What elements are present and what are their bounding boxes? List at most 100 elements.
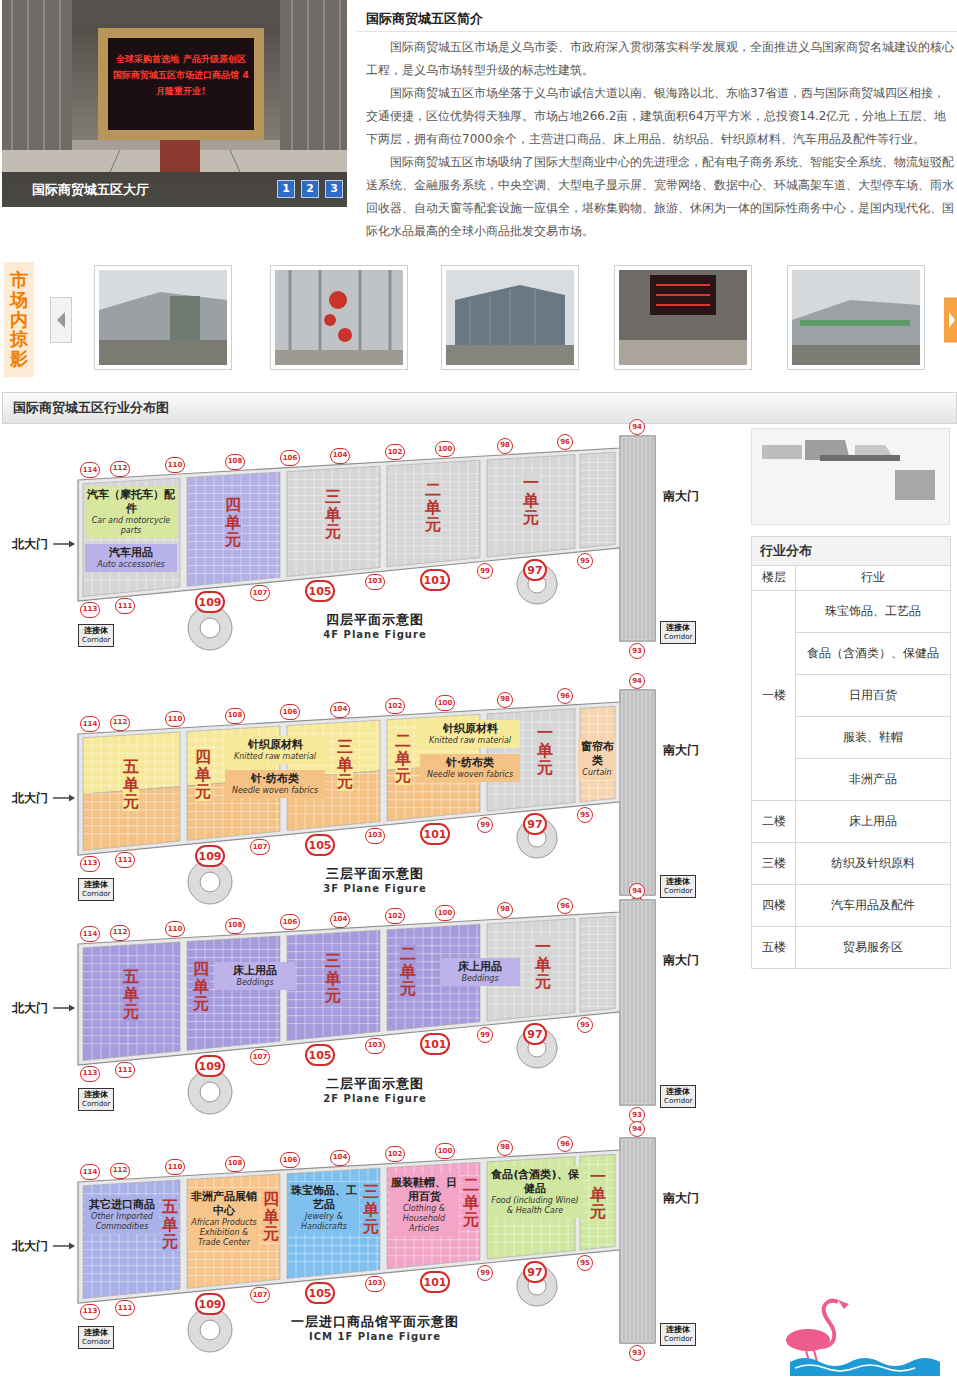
callout-number: 104 [330,702,350,718]
callout-text: 107 [253,590,268,597]
callout-number: 93 [629,1345,645,1361]
flamingo-logo [786,1300,940,1376]
thumbnail-photo [95,266,232,370]
scroll-button [949,312,955,328]
stall-grid [187,827,280,828]
stall-grid [487,1003,575,1004]
table-cell: 四楼 [752,884,795,926]
callout-text: 104 [333,1154,348,1161]
thumbnail-photo [788,266,925,370]
callout-text: 107 [253,1054,268,1061]
callout-number: 114 [80,462,100,478]
industry-zone: 针织原材料Knitted raw material [420,720,520,748]
stall-grid [580,966,615,967]
thumbnail-photo [788,266,925,370]
tower-hatch [624,902,625,1103]
stall-grid [187,557,280,558]
zone-text: 非洲产品展销中心 [191,1190,257,1218]
intro-paragraph: 国际商贸城五区市场坐落于义乌市诚信大道以南、银海路以北、东临37省道，西与国际商… [366,82,954,151]
stall-grid [83,539,180,540]
callout-text: 112 [113,1167,128,1174]
stall-grid [359,931,360,1033]
callout-number: 114 [80,926,100,942]
industry-zone: 针·纺布类Needle woven fabrics [225,770,325,798]
industry-zone: 针·纺布类Needle woven fabrics [420,754,520,782]
corridor-box: 连接体Corridor [660,1323,696,1346]
callout-number: 110 [165,457,185,473]
thumbnail-photo [99,292,227,340]
callout-number: 111 [115,852,135,868]
plan-title-text: 一层进口商品馆平面示意图 [291,1314,459,1330]
location-minimap [820,455,900,461]
tower-hatch [644,692,645,893]
callout-text: 108 [228,922,243,929]
callout-number: 98 [497,902,513,918]
stall-grid [187,811,280,812]
callout-number: 106 [280,704,300,720]
callout-number: 107 [250,1287,270,1303]
callout-text: 96 [560,439,570,446]
thumbnail-photo [792,270,920,365]
stall-grid [580,950,615,951]
corridor-text: 连接体 [82,1090,110,1100]
stall-grid [287,1015,380,1016]
stall-grid [83,825,180,826]
unit-label: 二单元 [400,945,416,998]
stall-grid [146,944,147,1054]
thumbnail-photo [792,345,920,365]
callout-text: 106 [283,455,298,462]
callout-number: 98 [497,438,513,454]
callout-number: 95 [577,553,593,569]
hall-photo [72,0,280,24]
stall-grid [387,473,480,474]
callout-text: 98 [500,906,510,913]
stall-grid [580,934,615,935]
stall-grid [287,1261,380,1262]
stall-grid [214,940,215,1048]
location-minimap [752,429,950,525]
callout-text: 106 [283,709,298,716]
stall-grid [187,1029,280,1030]
stall-grid [580,1244,615,1245]
callout-text: 100 [438,1148,453,1155]
tower-hatch [636,692,637,893]
heading-rule [357,31,957,32]
stall-grid [287,1007,380,1008]
callout-number: 104 [330,912,350,928]
callout-text: 99 [480,1270,490,1277]
stall-block [287,930,380,1040]
callout-number: 112 [110,715,130,731]
callout-text: 108 [228,1160,243,1167]
stall-grid [287,1245,380,1246]
callout-text: 109 [199,597,222,608]
hall-photo [110,150,240,172]
stall-grid [250,938,251,1044]
intro-paragraph: 国际商贸城五区市场是义乌市委、市政府深入贯彻落实科学发展观，全面推进义乌国家商贸… [366,36,954,82]
stall-grid [459,462,460,560]
callout-text: 98 [500,442,510,449]
stall-grid [487,955,575,956]
callout-text: 93 [632,1112,642,1119]
stall-grid [580,926,615,927]
thumbnail-photo [99,340,227,365]
callout-number: 113 [80,856,100,872]
callout-text: 95 [580,558,590,565]
stall-grid [287,543,380,544]
callout-text: 113 [83,606,98,613]
stall-grid [83,1273,180,1274]
thumbnail-photo [619,270,747,365]
stall-grid [377,930,378,1031]
callout-number: 107 [250,839,270,855]
zone-text: 其它进口商品 [87,1198,157,1212]
stall-grid [580,732,615,733]
gate-arrow [69,1243,75,1250]
callout-number: 99 [477,563,493,579]
scroll-button [51,298,72,343]
tower-hatch [628,692,629,893]
callout-text: 95 [580,812,590,819]
stall-grid [277,472,278,577]
corridor-text: Corridor [664,887,692,896]
callout-number: 101 [420,1271,451,1293]
stall-grid [580,982,615,983]
zone-text: Auto accessories [87,560,175,570]
